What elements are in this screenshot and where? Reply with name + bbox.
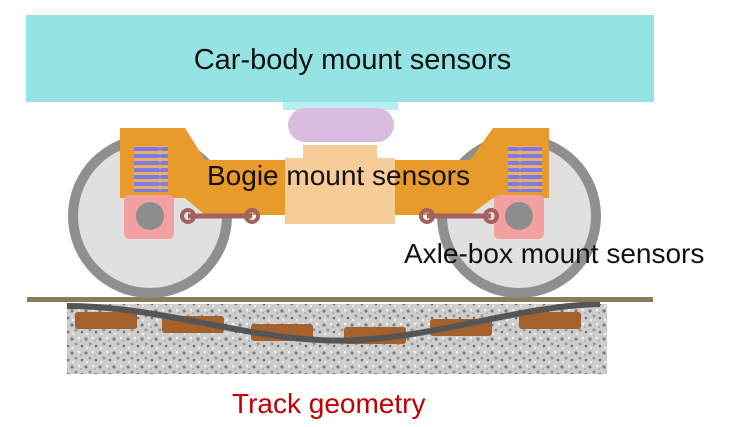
left-axle [136, 202, 164, 230]
left-coil-spring [134, 146, 168, 192]
track-geometry-label: Track geometry [232, 388, 426, 419]
right-axle [505, 202, 533, 230]
right-coil-spring [508, 146, 542, 192]
car-body [26, 15, 654, 102]
deformed-rail [66, 301, 601, 344]
bogie-sensors-label: Bogie mount sensors [207, 160, 471, 191]
sleeper [519, 312, 581, 329]
right-link [419, 208, 499, 224]
sleeper [75, 312, 137, 329]
car-body-underframe [283, 102, 398, 110]
air-spring [288, 108, 394, 142]
car-body-sensors-label: Car-body mount sensors [193, 44, 512, 76]
left-link [180, 208, 260, 224]
rail-line [27, 297, 653, 302]
axle-box-sensors-label: Axle-box mount sensors [404, 238, 705, 269]
bolster-top [303, 145, 377, 161]
bolster [285, 158, 395, 224]
